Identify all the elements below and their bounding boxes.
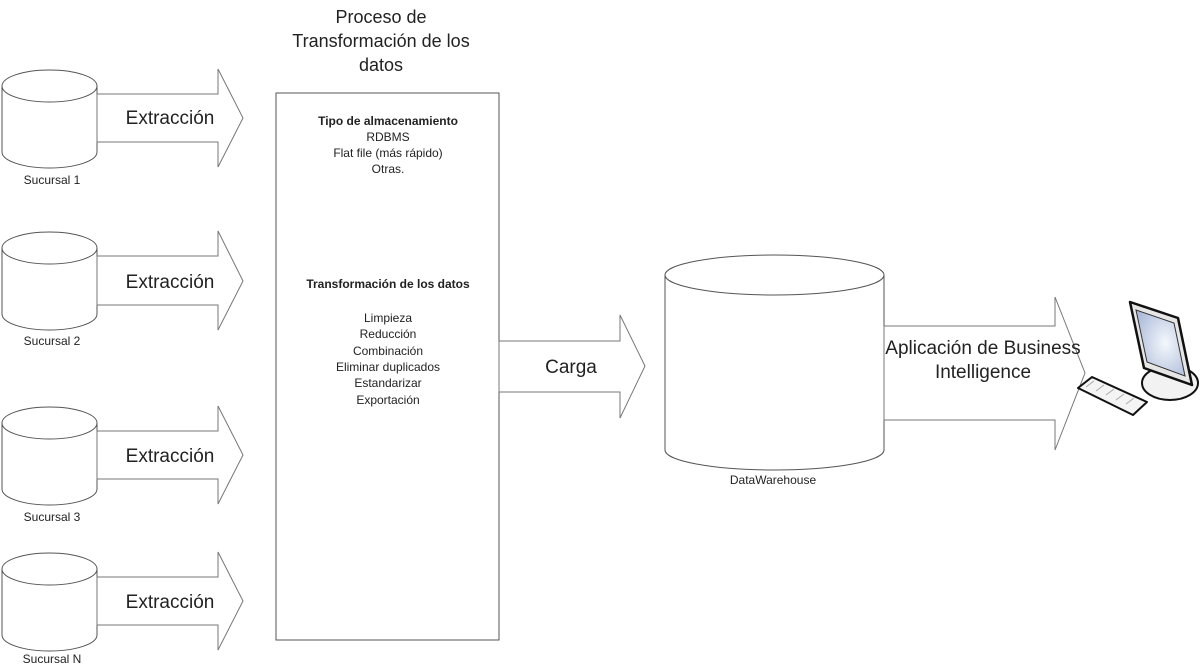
source-sucursal-1: Sucursal 1 Extracción bbox=[1, 68, 244, 187]
process-title-line: Transformación de los bbox=[292, 31, 469, 51]
load-arrow bbox=[498, 314, 646, 419]
extraction-arrow bbox=[96, 230, 244, 331]
transform-item: Reducción bbox=[360, 327, 417, 341]
database-cylinder-icon bbox=[664, 254, 885, 471]
data-warehouse: DataWarehouse bbox=[664, 254, 885, 487]
transform-item: Limpieza bbox=[364, 311, 412, 325]
storage-item: Flat file (más rápido) bbox=[333, 146, 442, 160]
transform-item: Estandarizar bbox=[354, 376, 421, 390]
source-label: Sucursal 3 bbox=[24, 510, 81, 524]
transformation-process: Proceso de Transformación de los datos T… bbox=[275, 7, 500, 641]
storage-item: Otras. bbox=[372, 162, 405, 176]
source-sucursal-3: Sucursal 3 Extracción bbox=[1, 405, 244, 524]
source-sucursal-2: Sucursal 2 Extracción bbox=[1, 230, 244, 348]
source-label: Sucursal N bbox=[23, 652, 82, 666]
extraction-arrow-label: Extracción bbox=[126, 592, 215, 613]
warehouse-label: DataWarehouse bbox=[730, 473, 817, 487]
extraction-arrow-label: Extracción bbox=[126, 446, 215, 467]
transform-heading: Transformación de los datos bbox=[306, 277, 470, 291]
process-title-line: Proceso de bbox=[335, 7, 426, 27]
storage-item: RDBMS bbox=[366, 130, 409, 144]
process-box bbox=[275, 92, 500, 641]
transform-item: Eliminar duplicados bbox=[336, 360, 440, 374]
database-cylinder-icon bbox=[1, 69, 98, 169]
transform-item: Exportación bbox=[356, 393, 419, 407]
database-cylinder-icon bbox=[1, 406, 98, 506]
extraction-arrow bbox=[96, 551, 244, 651]
bi-arrow-label-line: Intelligence bbox=[935, 362, 1031, 383]
bi-arrow-label-line: Aplicación de Business bbox=[885, 338, 1080, 359]
bi-arrow bbox=[883, 296, 1086, 451]
source-label: Sucursal 2 bbox=[24, 334, 81, 348]
computer-icon bbox=[1077, 300, 1199, 416]
database-cylinder-icon bbox=[1, 231, 98, 331]
transform-item: Combinación bbox=[353, 344, 423, 358]
source-label: Sucursal 1 bbox=[24, 173, 81, 187]
extraction-arrow-label: Extracción bbox=[126, 272, 215, 293]
extraction-arrow bbox=[96, 68, 244, 168]
load-arrow-label: Carga bbox=[545, 357, 597, 378]
storage-heading: Tipo de almacenamiento bbox=[318, 114, 458, 128]
extraction-arrow bbox=[96, 405, 244, 505]
load-step: Carga bbox=[498, 314, 646, 419]
source-sucursal-n: Sucursal N Extracción bbox=[1, 551, 244, 666]
bi-step: Aplicación de Business Intelligence bbox=[883, 296, 1086, 451]
database-cylinder-icon bbox=[1, 552, 98, 652]
extraction-arrow-label: Extracción bbox=[126, 108, 215, 129]
process-title-line: datos bbox=[359, 55, 403, 75]
